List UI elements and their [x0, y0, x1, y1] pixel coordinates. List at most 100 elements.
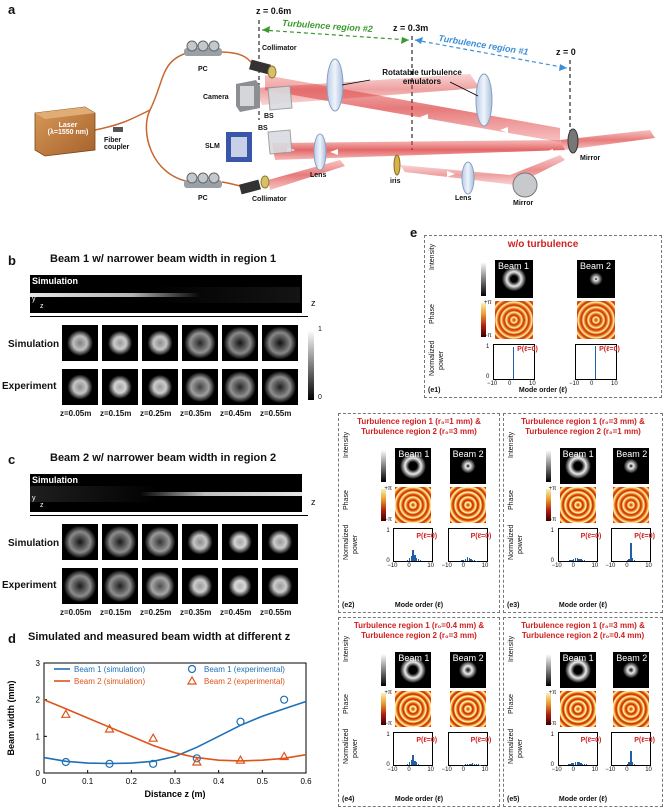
e-hist-bar	[583, 560, 586, 561]
e-hist-bar	[406, 560, 409, 561]
b-row-sim-label: Simulation	[8, 339, 60, 350]
mirror2-label: Mirror	[513, 200, 534, 207]
b-exp-image	[62, 369, 98, 405]
e-xtick: −10	[605, 767, 616, 773]
e-phase-label: Phase	[429, 304, 436, 324]
e-phase-colorbar	[381, 489, 387, 521]
e-hist-bar	[630, 750, 632, 765]
e-phase-label: Phase	[508, 694, 515, 714]
e-hist-bar	[410, 556, 412, 561]
panel-label-b: b	[8, 253, 16, 268]
e-xtick: 0	[571, 767, 575, 773]
c-exp-image	[262, 568, 298, 604]
e-hist-bar	[571, 559, 573, 561]
e-hist-bar	[461, 560, 463, 561]
panel-label-d: d	[8, 631, 16, 646]
data-point-circle	[192, 754, 201, 763]
e-intensity-image: Beam 1	[559, 652, 596, 688]
c-z-label: z=0.45m	[220, 608, 252, 617]
e-panel-label: (e5)	[507, 796, 520, 803]
data-point-triangle	[235, 754, 246, 764]
e-hist-bar	[464, 559, 467, 561]
e-plus-pi: +π	[548, 690, 557, 696]
e-hist-bar	[412, 549, 414, 561]
e-hist-bar	[470, 559, 472, 561]
c-z-label: z=0.55m	[260, 608, 292, 617]
panel-label-e: e	[410, 225, 418, 240]
e-hist-bar	[632, 761, 634, 765]
data-point-triangle	[148, 732, 159, 742]
e-hist-bar	[626, 763, 628, 765]
e-intensity-image: Beam 1	[495, 260, 533, 298]
e-phase-image	[613, 691, 650, 727]
b-z-label: z=0.25m	[140, 409, 172, 418]
data-point-triangle	[60, 709, 71, 718]
e-ytick: 1	[550, 528, 554, 534]
e-histogram: P(ℓ=0)	[575, 344, 620, 380]
x-tick-label: 0.5	[257, 777, 269, 786]
collimator-bottom-label: Collimator	[252, 196, 287, 203]
e-hist-bar	[472, 763, 474, 765]
e-xtick: 0	[590, 381, 594, 387]
e-xtick: −10	[605, 563, 616, 569]
e-hist-bar	[578, 762, 580, 765]
e-norm-label-2: power	[517, 534, 524, 554]
e-xtick: −10	[387, 563, 398, 569]
e-p0-label: P(ℓ=0)	[580, 737, 602, 744]
c-sim-bar-label: Simulation	[32, 475, 79, 485]
e-phase-image	[613, 487, 650, 523]
legend-label: Beam 2 (simulation)	[74, 677, 145, 686]
lens2-label: Lens	[455, 195, 472, 202]
e-hist-bar	[630, 543, 632, 561]
collimator-top-shape	[249, 59, 277, 79]
c-exp-image	[62, 568, 98, 604]
panel-b-title: Beam 1 w/ narrower beam width in region …	[50, 253, 277, 265]
e-phase-colorbar	[545, 693, 551, 725]
b-exp-image	[142, 369, 178, 405]
e-hist-bar	[417, 763, 420, 765]
e-ytick: 1	[386, 732, 390, 738]
e-hist-bar	[416, 557, 418, 561]
data-point-circle	[105, 759, 114, 768]
e-hist-bar	[576, 557, 578, 561]
b-z-label: z=0.35m	[180, 409, 212, 418]
b-exp-image	[102, 369, 138, 405]
panel-label-a: a	[8, 2, 16, 17]
c-sim-image	[142, 524, 178, 560]
e-norm-label-2: power	[517, 738, 524, 758]
e-beam1-header	[395, 652, 431, 688]
y-tick-label: 1	[36, 732, 41, 741]
b-sim-image	[102, 325, 138, 361]
e-title-1: Turbulence region 1 (r₀=3 mm) &	[521, 417, 645, 426]
e-xtick: 0	[508, 381, 512, 387]
e-panel-e2: Turbulence region 1 (r₀=1 mm) &Turbulenc…	[338, 413, 500, 613]
e-norm-label-2: power	[352, 534, 359, 554]
e-ytick: 1	[486, 344, 490, 350]
e-phase-image	[395, 487, 432, 523]
collimator-top-label: Collimator	[262, 45, 297, 52]
e-hist-bar	[468, 764, 470, 765]
e-hist-bar	[569, 764, 571, 765]
e-intensity-colorbar	[545, 450, 551, 482]
e-phase-image	[577, 301, 615, 339]
e-minus-pi: −π	[484, 333, 492, 339]
e-hist-bar	[470, 763, 472, 765]
e-histogram: P(ℓ=0)	[393, 528, 437, 562]
e-xtick: −10	[551, 767, 562, 773]
e-minus-pi: −π	[548, 721, 557, 727]
e-xtick: −10	[441, 563, 452, 569]
c-axis-z: z	[40, 502, 44, 509]
b-sim-image	[62, 325, 98, 361]
e-intensity-colorbar	[545, 654, 551, 686]
e-p0-label: P(ℓ=0)	[580, 533, 602, 540]
e-xtick: 0	[625, 767, 629, 773]
c-exp-image	[102, 568, 138, 604]
y-tick-label: 0	[36, 769, 41, 778]
c-sim-image	[262, 524, 298, 560]
e-ytick: 1	[550, 732, 554, 738]
e-panel-label: (e3)	[507, 602, 520, 609]
e-panel-e3: Turbulence region 1 (r₀=3 mm) &Turbulenc…	[503, 413, 663, 613]
e-intensity-label: Intensity	[343, 635, 350, 662]
e-hist-bar	[578, 558, 580, 561]
